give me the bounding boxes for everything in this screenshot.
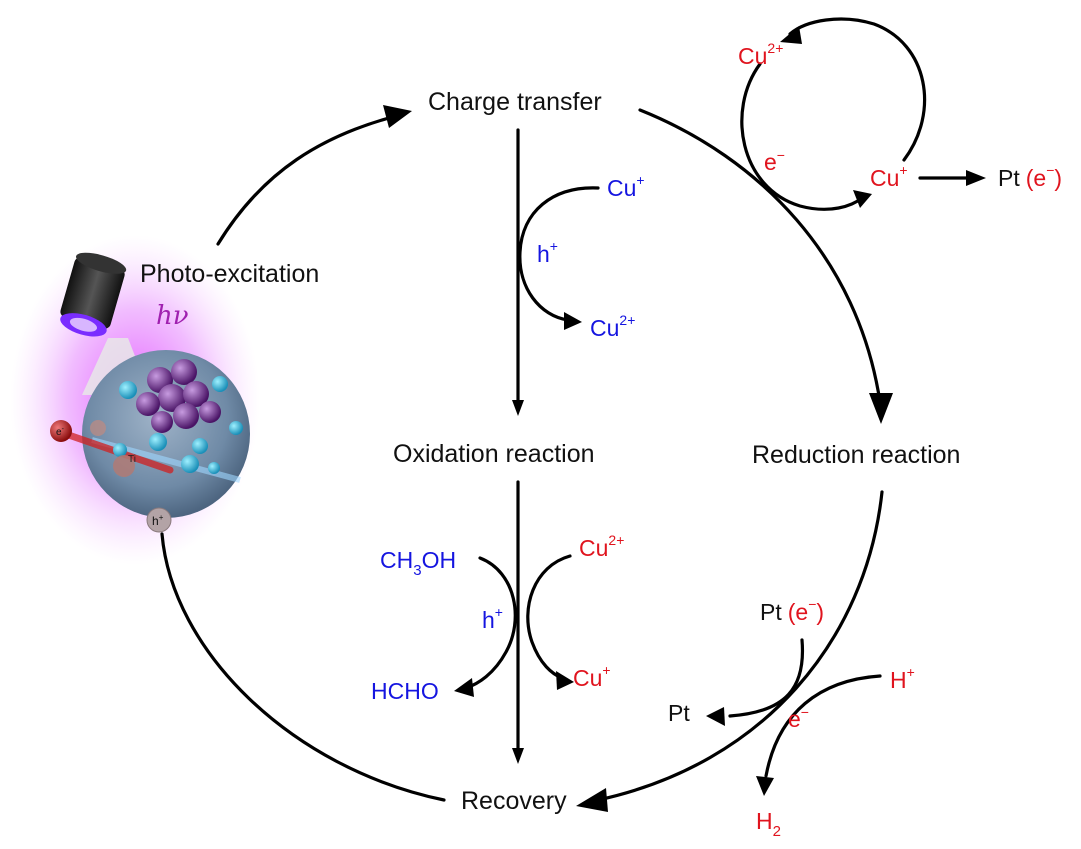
node-oxidation-reaction: Oxidation reaction: [393, 440, 595, 468]
hv-label: hν: [156, 301, 189, 331]
arrowhead-cu-plus-bottom: [556, 671, 574, 690]
arc-pt-e-to-pt: [728, 638, 805, 718]
species-hcho: HCHO: [371, 678, 439, 704]
loop-arc-top: [788, 17, 927, 162]
arrowhead-h2: [756, 776, 774, 796]
hole-ball: [146, 507, 172, 533]
arrowhead-recovery: [576, 788, 608, 812]
species-pt-e-top: Pt(e−): [998, 162, 1062, 191]
hole-label: h+: [152, 513, 164, 528]
species-cu-plus-red: Cu+: [573, 662, 611, 691]
arc-cu2-to-cu-plus: [526, 554, 572, 680]
arrowhead-oxidation: [512, 400, 524, 416]
species-ch3oh: CH3OH: [380, 547, 456, 579]
oxidation-arcs-top: [518, 186, 600, 330]
arrowhead-pt: [966, 170, 986, 186]
species-cu2-red: Cu2+: [579, 532, 624, 561]
uv-lamp-icon: [60, 252, 127, 337]
atom-cluster: [90, 359, 243, 477]
electron-label: e-: [56, 426, 65, 438]
arrow-photo-to-charge: [216, 112, 406, 246]
arc-cu-plus-to-cu2: [518, 186, 600, 322]
species-hole-ox-top: h+: [537, 238, 558, 267]
species-cu-plus-ox: Cu+: [607, 172, 645, 201]
arrowhead-recovery-vertical: [512, 748, 524, 764]
copper-redox-loop: [740, 17, 986, 211]
loop-arrowhead-bottom: [853, 190, 872, 208]
node-photo-excitation: Photo-excitation: [140, 260, 319, 288]
species-pt-e-bottom: Pt(e−): [760, 596, 824, 625]
arrow-recovery-to-catalyst: [160, 532, 446, 802]
arc-h-plus-to-h2: [764, 674, 882, 778]
arrow-reduction-to-recovery: [596, 490, 884, 802]
node-reduction-reaction: Reduction reaction: [752, 441, 960, 469]
arrowhead-pt-bottom: [706, 707, 725, 726]
species-h-plus: H+: [890, 664, 915, 693]
loop-arrowhead-top: [780, 26, 802, 44]
species-e-loop: e−: [764, 147, 785, 175]
arc-ch3oh-to-hcho: [464, 556, 517, 690]
ti-label: Ti: [128, 454, 136, 465]
arrow-charge-to-reduction: [638, 108, 882, 404]
species-cu2-loop: Cu2+: [738, 40, 783, 69]
node-charge-transfer: Charge transfer: [428, 88, 602, 116]
oxidation-arcs-bottom: [454, 554, 574, 697]
loop-arc-bottom: [740, 62, 864, 211]
arrowhead-hcho: [454, 678, 474, 697]
cycle-arrows: [160, 105, 893, 812]
reduction-arcs: [706, 638, 882, 796]
arrowhead-charge-transfer: [383, 105, 412, 128]
species-e-reduction: e−: [788, 704, 809, 732]
arrowhead-cu2-top: [564, 312, 582, 330]
species-cu2-ox: Cu2+: [590, 312, 635, 341]
species-hole-ox-bottom: h+: [482, 604, 503, 633]
node-recovery: Recovery: [461, 787, 567, 815]
species-cu-plus-loop: Cu+: [870, 162, 908, 191]
species-pt: Pt: [668, 700, 690, 726]
electron-ball: [50, 420, 72, 442]
species-h2: H2: [756, 808, 781, 840]
photocatalyst-illustration: Ti e- h+: [10, 235, 260, 565]
arrowhead-reduction: [869, 393, 893, 424]
